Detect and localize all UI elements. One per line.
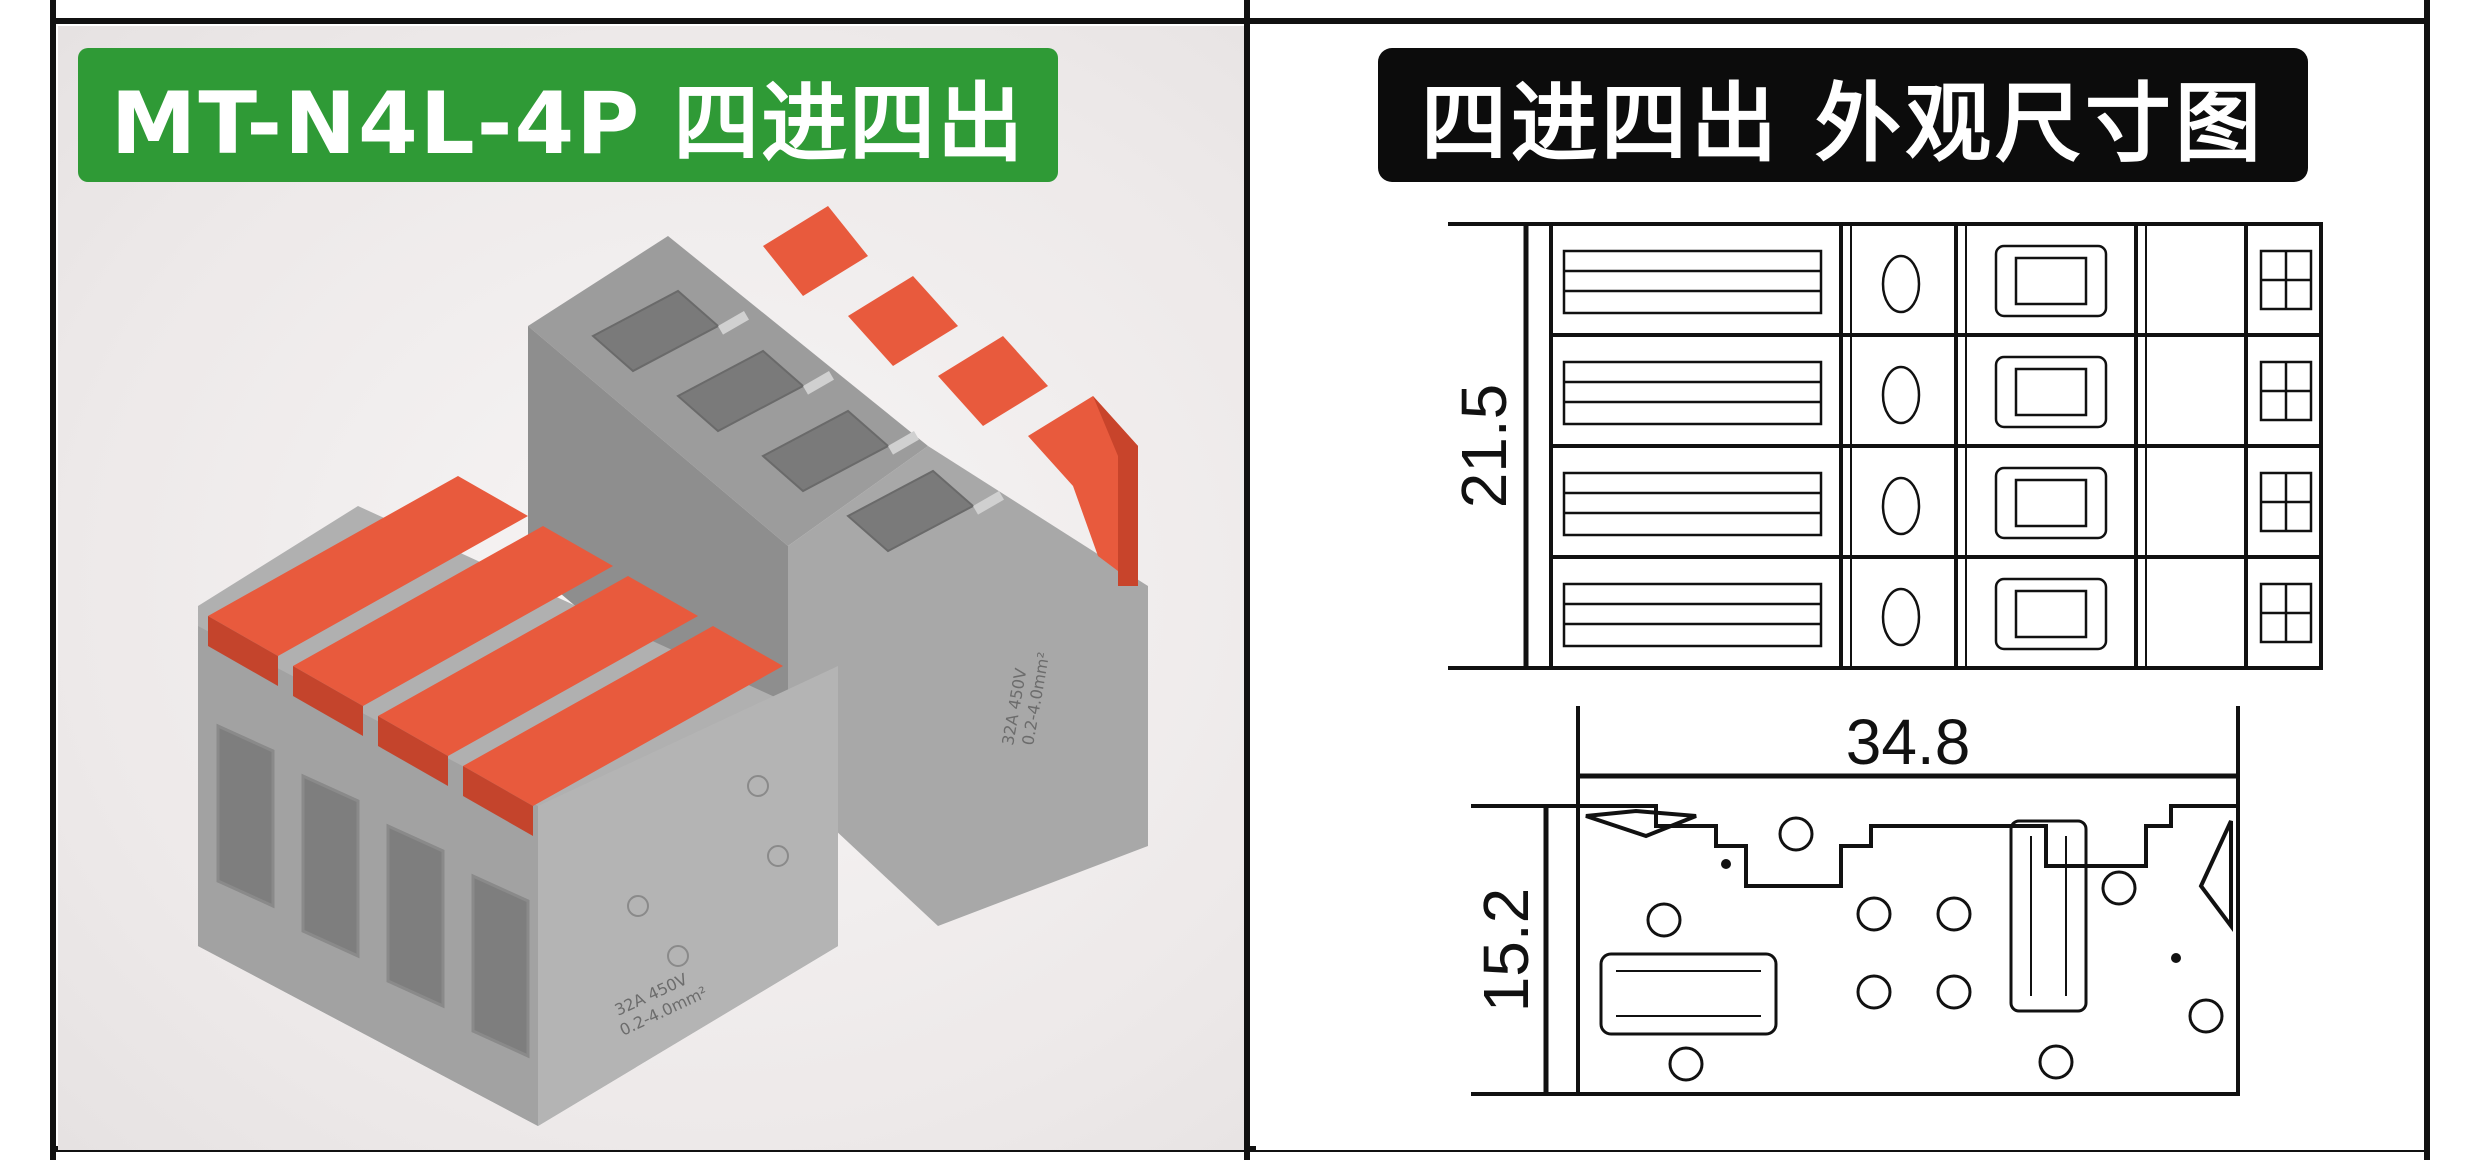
top-view-drawing: 21.5 — [1448, 222, 2323, 670]
top-view-height-label: 21.5 — [1448, 384, 1520, 509]
drawing-title: 四进四出 外观尺寸图 — [1421, 73, 2265, 174]
side-view-drawing: 34.8 15.2 — [1470, 706, 2240, 1096]
product-photo-panel: MT-N4L-4P 四进四出 — [58, 26, 1244, 1150]
side-view-width-label: 34.8 — [1846, 706, 1971, 778]
model-title: MT-N4L-4P 四进四出 — [110, 73, 1026, 174]
connector-illustration: 32A 450V 0.2-4.0mm² — [198, 206, 1148, 1126]
divider-left — [50, 0, 56, 1160]
drawing-title-tag: 四进四出 外观尺寸图 — [1378, 48, 2308, 182]
dimension-drawing-panel: 四进四出 外观尺寸图 — [1256, 26, 2424, 1150]
front-block: 32A 450V 0.2-4.0mm² — [198, 476, 838, 1126]
divider-center — [1244, 0, 1250, 1160]
model-title-tag: MT-N4L-4P 四进四出 — [78, 48, 1058, 182]
divider-right — [2424, 0, 2430, 1160]
side-view-height-label: 15.2 — [1470, 888, 1542, 1013]
front-levers — [208, 476, 783, 836]
divider-top — [50, 18, 2430, 24]
